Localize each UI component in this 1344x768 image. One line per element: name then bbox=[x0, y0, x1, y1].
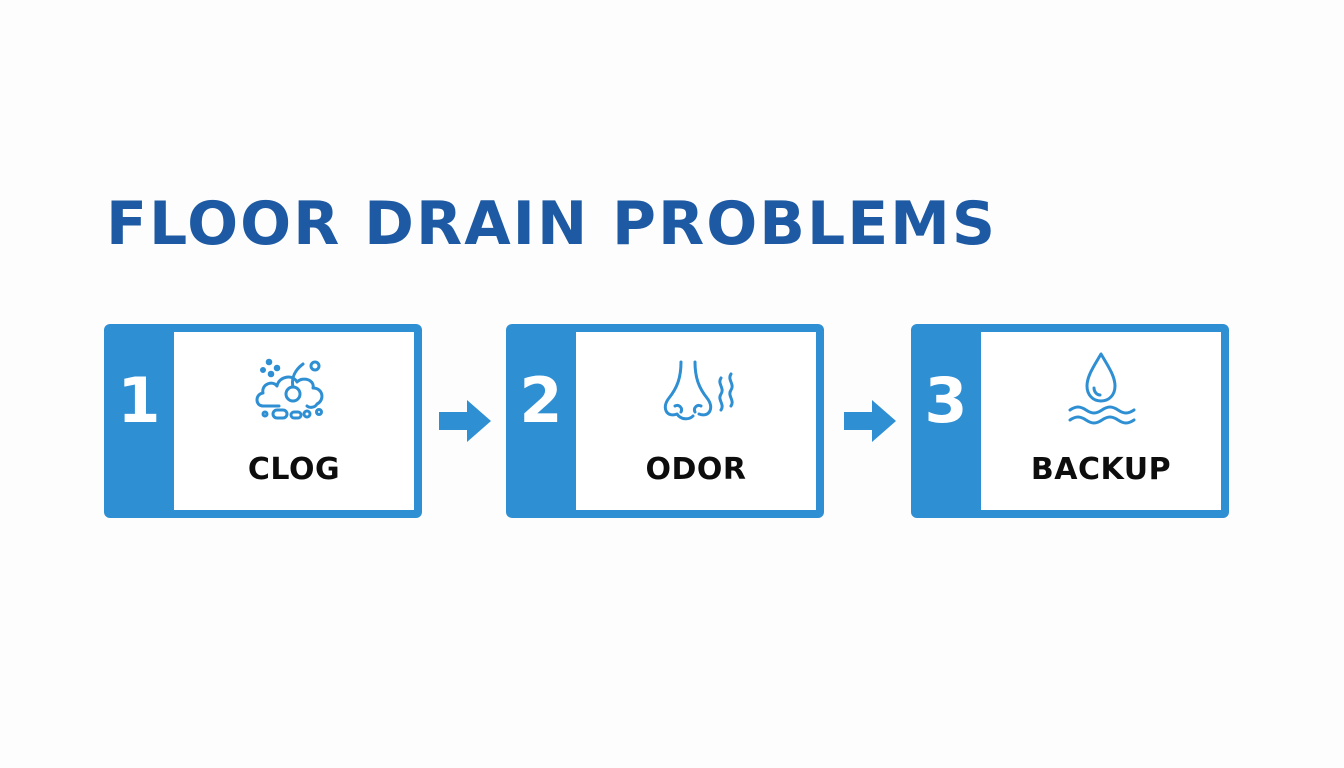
step-label: BACKUP bbox=[1030, 452, 1172, 487]
arrow-right-icon bbox=[437, 398, 493, 444]
step-content: ODOR bbox=[576, 332, 816, 510]
step-number: 1 bbox=[117, 364, 161, 437]
step-number: 3 bbox=[924, 364, 968, 437]
step-content: BACKUP bbox=[981, 332, 1221, 510]
step-card-backup: 3 BACKUP bbox=[911, 324, 1229, 518]
step-number: 2 bbox=[519, 364, 563, 437]
step-label: CLOG bbox=[247, 452, 341, 487]
clog-icon bbox=[249, 348, 339, 428]
diagram-title: FLOOR DRAIN PROBLEMS bbox=[106, 189, 998, 259]
nose-odor-icon bbox=[651, 348, 741, 428]
step-label: ODOR bbox=[645, 452, 747, 487]
arrow-right-icon bbox=[842, 398, 898, 444]
step-card-odor: 2 ODOR bbox=[506, 324, 824, 518]
step-content: CLOG bbox=[174, 332, 414, 510]
water-drop-wave-icon bbox=[1056, 348, 1146, 428]
step-card-clog: 1 CLOG bbox=[104, 324, 422, 518]
